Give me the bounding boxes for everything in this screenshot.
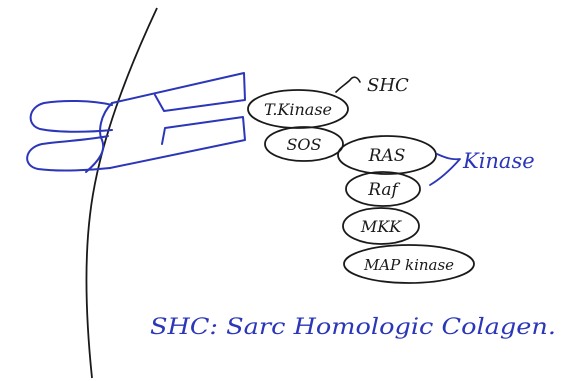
cell-membrane (85, 7, 158, 379)
map-kinase-node (343, 244, 475, 284)
kinase-label: Kinase (462, 149, 535, 173)
ras-label: RAS (368, 146, 406, 166)
mkk-label: MKK (360, 217, 402, 236)
sos-label: SOS (286, 135, 321, 154)
receptor-arm-top (111, 72, 246, 112)
ras-node (337, 135, 437, 175)
receptor-arm-bottom (109, 116, 246, 169)
shc-pointer (335, 76, 361, 93)
shc-definition-footnote: SHC: Sarc Homologic Colagen. (150, 315, 556, 340)
mkk-node (342, 207, 420, 245)
receptor-outer-left-bottom (26, 135, 111, 172)
kinase-bracket (429, 153, 461, 186)
receptor-outer-left-top (29, 99, 113, 133)
receptor (26, 72, 246, 173)
shc-label: SHC (367, 75, 409, 96)
raf-label: Raf (367, 180, 400, 200)
t-kinase-label: T.Kinase (264, 100, 332, 119)
map-kinase-label: MAP kinase (363, 256, 454, 274)
sos-node (264, 126, 344, 162)
raf-node (345, 171, 421, 207)
receptor-divider (85, 102, 113, 173)
